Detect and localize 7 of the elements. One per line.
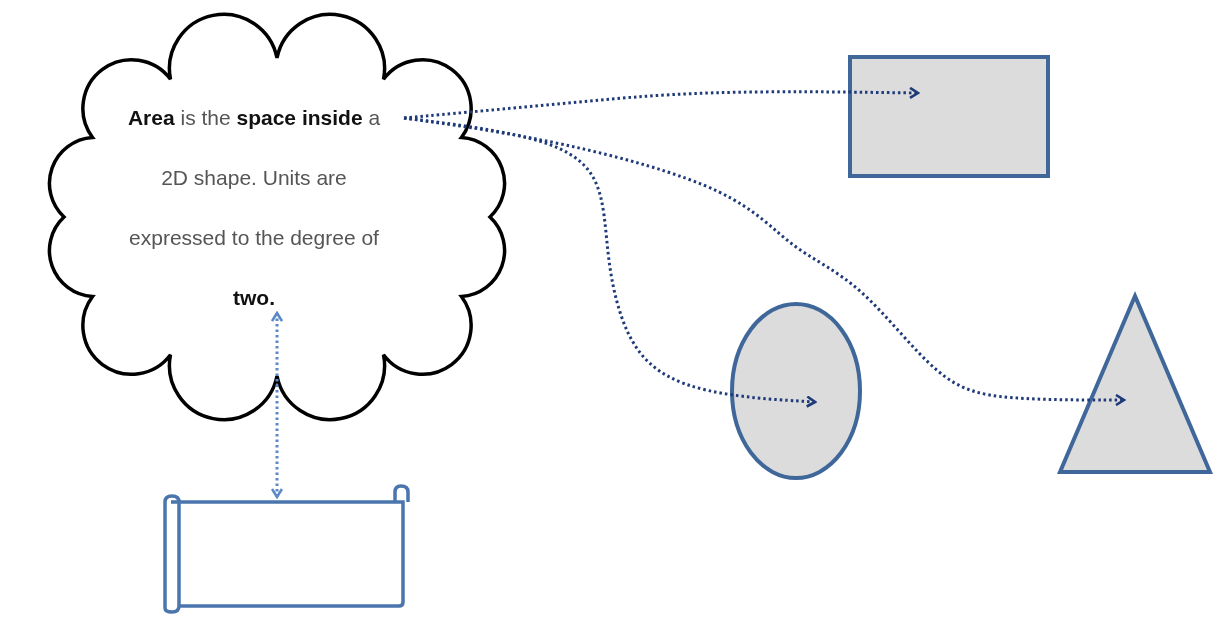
circle-shape <box>730 302 862 480</box>
arrow <box>403 86 920 120</box>
rectangle-shape <box>848 55 1050 178</box>
arrow <box>270 311 284 499</box>
arrow <box>403 116 1126 407</box>
cloud-text: Area is the space inside a 2D shape. Units are expressed to the degree of two. <box>126 105 382 311</box>
triangle-shape <box>1058 293 1212 474</box>
